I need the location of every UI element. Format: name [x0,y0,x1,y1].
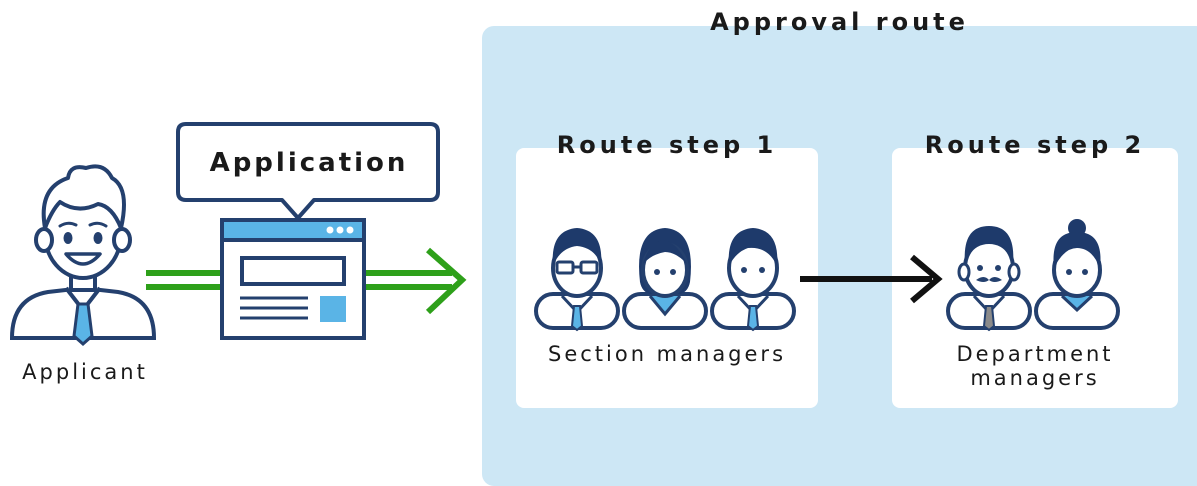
section-manager-male-avatar [710,228,796,332]
section-managers-label: Section managers [547,342,787,366]
route-step-2-title: Route step 2 [924,131,1146,159]
route-step-1-title: Route step 1 [556,131,778,159]
route-arrow-icon [800,254,943,304]
applicant-label: Applicant [22,360,148,384]
department-manager-female-avatar [1034,219,1120,330]
application-bubble [176,122,440,220]
section-manager-glasses-avatar [534,228,620,332]
application-form-icon [220,218,366,340]
approval-route-title: Approval route [710,8,969,36]
department-managers-label-line-1: Department [956,342,1114,366]
section-manager-female-avatar [622,228,708,330]
department-managers-label-line-2: managers [970,366,1100,390]
application-label: Application [209,148,409,178]
applicant-icon [9,164,157,347]
department-managers-label: Department managers [892,342,1178,390]
department-manager-male-avatar [946,226,1032,332]
